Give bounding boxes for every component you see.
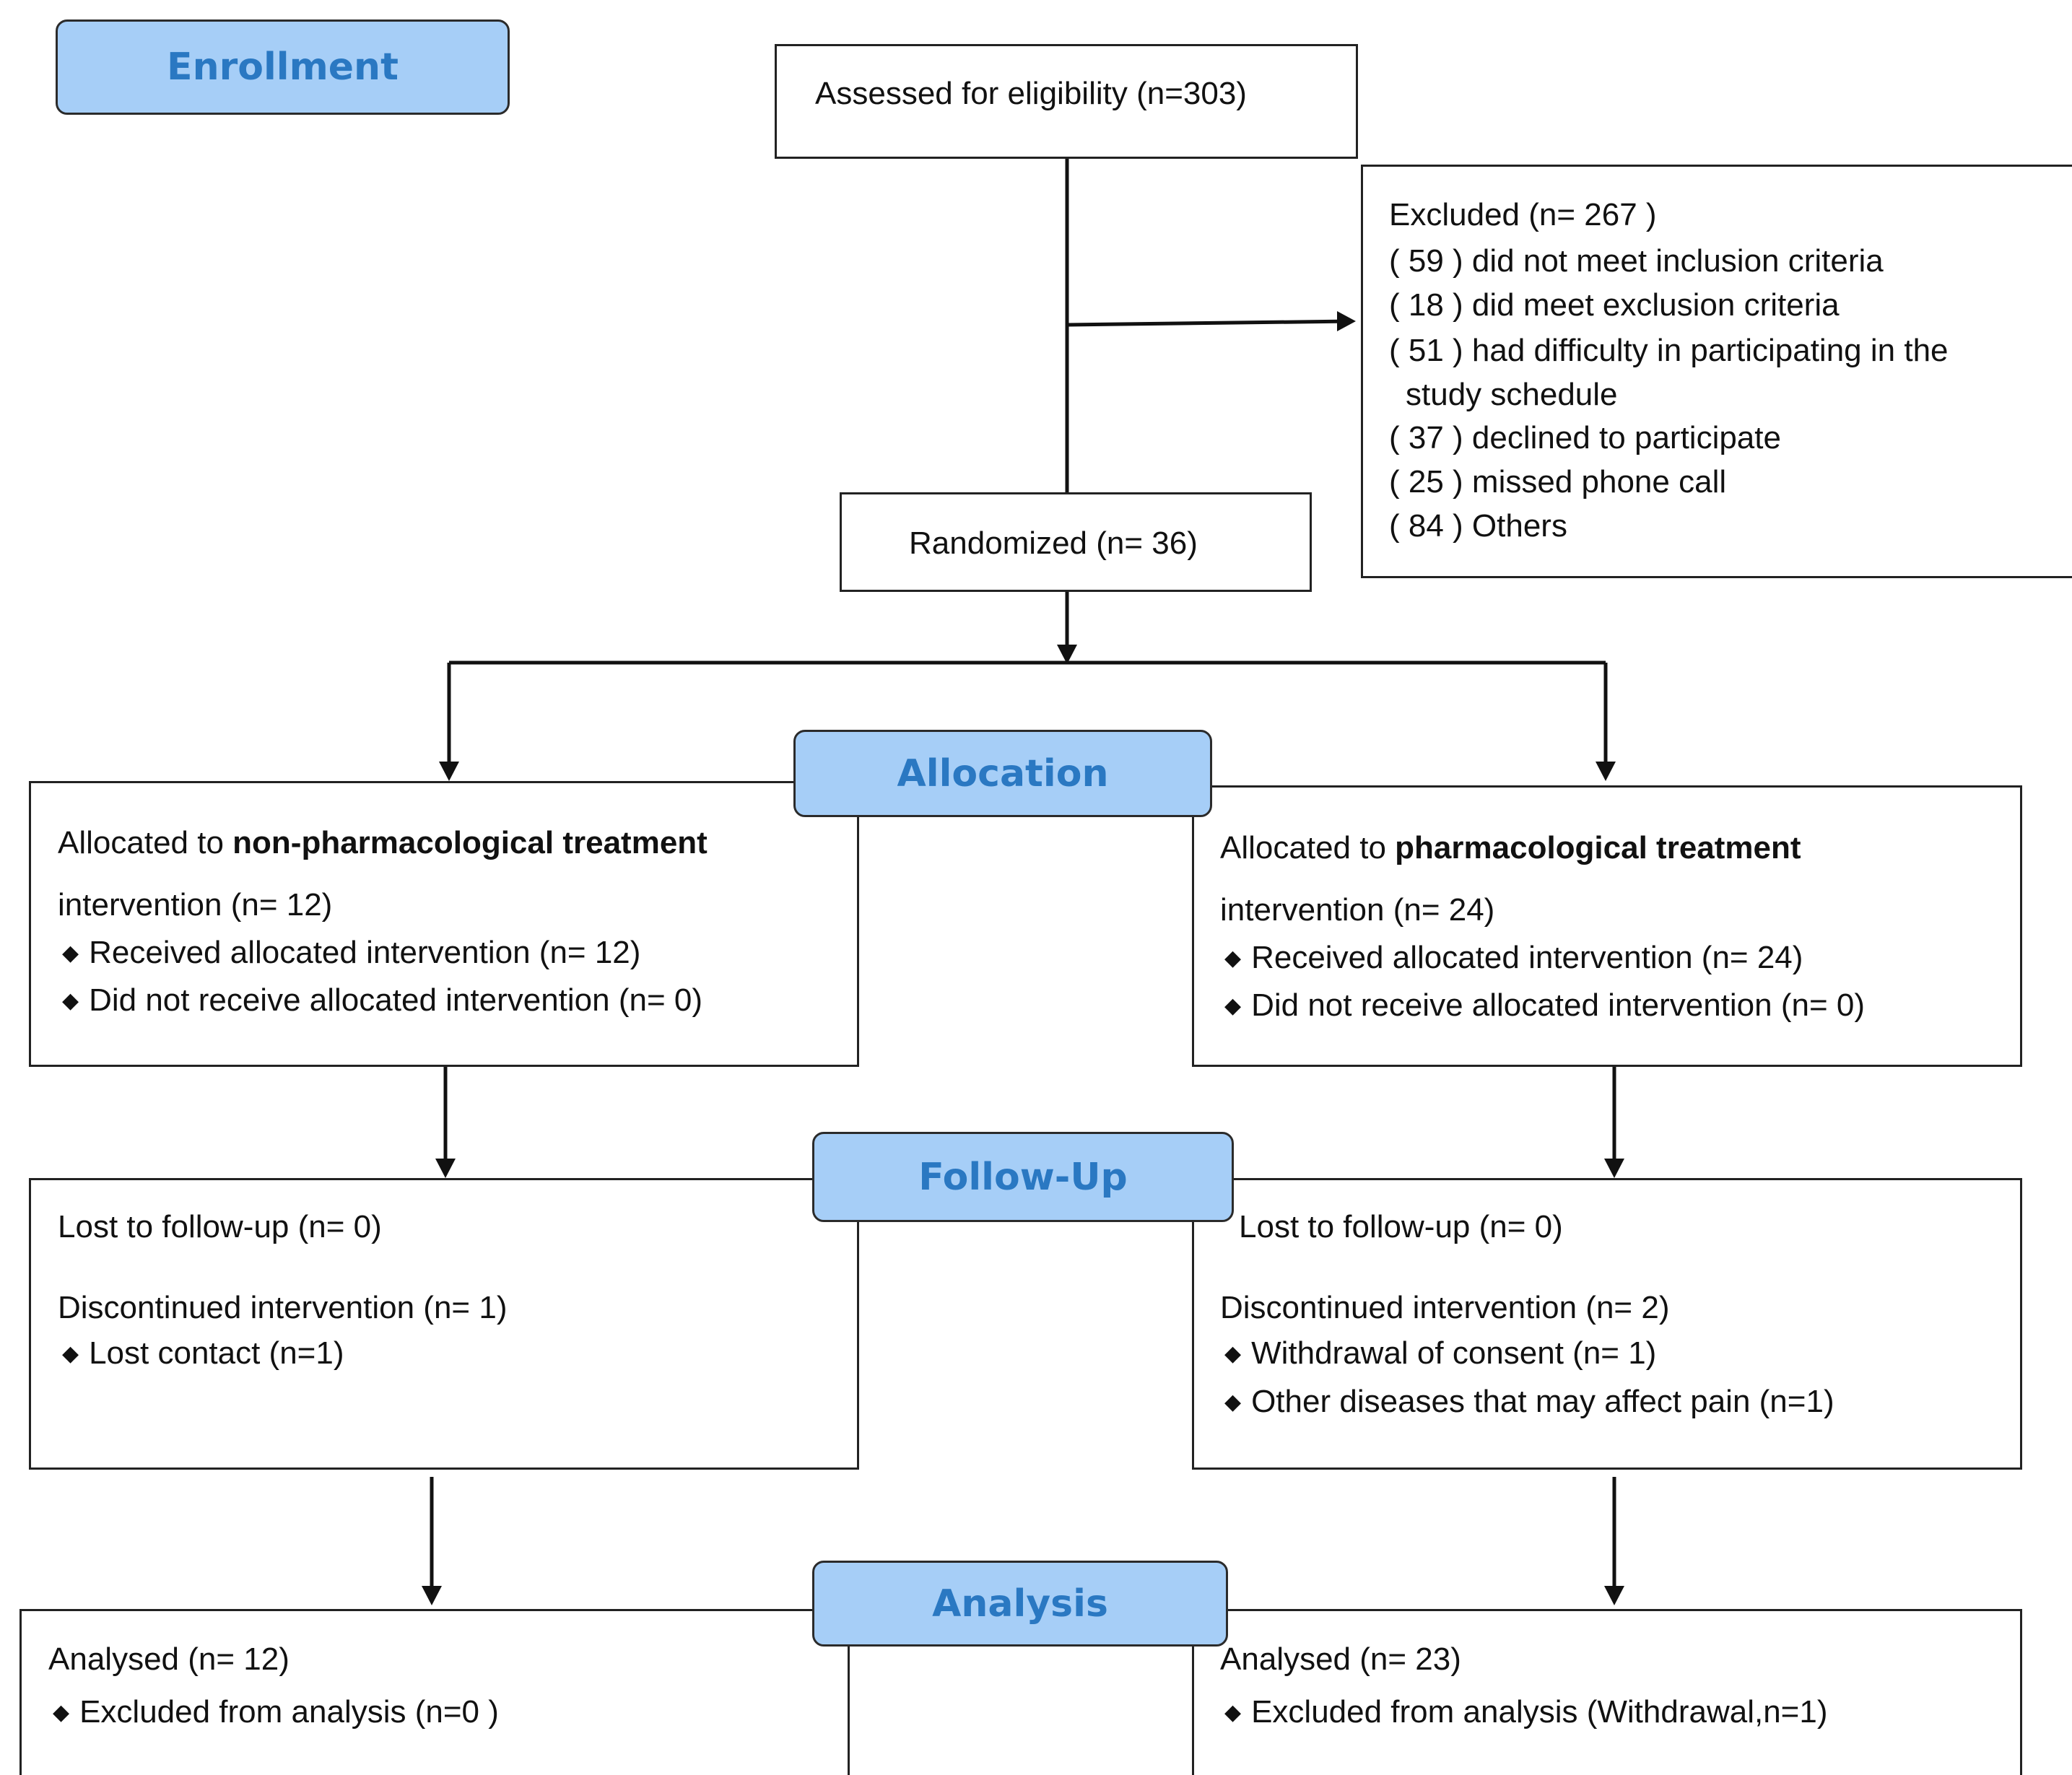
analysis-right-bullet-1: ◆ Excluded from analysis (Withdrawal,n=1): [1224, 1696, 1828, 1728]
followup-right-discontinued: Discontinued intervention (n= 2): [1220, 1290, 1670, 1325]
bullet-text: Other diseases that may affect pain (n=1…: [1251, 1384, 1834, 1419]
followup-left-box: [29, 1178, 859, 1470]
allocation-stage-label: Allocation: [793, 730, 1212, 817]
allocation-right-line2: intervention (n= 24): [1220, 892, 1495, 928]
excluded-reason-5: ( 25 ) missed phone call: [1389, 464, 1727, 500]
arrowhead-excluded: [1337, 311, 1356, 331]
allocation-left-bullet-1: ◆ Received allocated intervention (n= 12): [62, 937, 640, 969]
allocation-left-prefix: Allocated to: [58, 825, 233, 860]
bullet-text: Excluded from analysis (Withdrawal,n=1): [1251, 1694, 1828, 1730]
bullet-text: Did not receive allocated intervention (…: [89, 982, 702, 1018]
diamond-bullet-icon: ◆: [62, 989, 79, 1013]
enrollment-stage-label: Enrollment: [56, 19, 510, 115]
bullet-text: Lost contact (n=1): [89, 1335, 344, 1371]
followup-right-box: [1192, 1178, 2022, 1470]
assessed-box: [775, 44, 1358, 159]
excluded-reason-6: ( 84 ) Others: [1389, 508, 1567, 544]
excluded-reason-1: ( 59 ) did not meet inclusion criteria: [1389, 243, 1884, 279]
followup-stage-label: Follow-Up: [812, 1132, 1234, 1222]
arrow-to-excluded: [1066, 319, 1352, 327]
arrowhead-right-allocation: [1596, 762, 1616, 781]
arrowhead-randomized: [1057, 645, 1077, 664]
diamond-bullet-icon: ◆: [1224, 1342, 1242, 1366]
allocation-right-treatment: pharmacological treatment: [1395, 830, 1801, 865]
bullet-text: Withdrawal of consent (n= 1): [1251, 1335, 1657, 1371]
diamond-bullet-icon: ◆: [62, 941, 79, 965]
excluded-reason-2: ( 18 ) did meet exclusion criteria: [1389, 287, 1840, 323]
arrowhead-left-followup: [435, 1159, 456, 1178]
followup-left-bullet-1: ◆ Lost contact (n=1): [62, 1338, 344, 1369]
allocation-right-box: [1192, 785, 2022, 1067]
allocation-left-treatment: non-pharmacological treatment: [232, 825, 708, 860]
followup-right-bullet-2: ◆ Other diseases that may affect pain (n=…: [1224, 1386, 1834, 1418]
excluded-box: [1361, 165, 2072, 578]
allocation-right-prefix: Allocated to: [1220, 830, 1396, 865]
analysis-left-analysed: Analysed (n= 12): [48, 1641, 290, 1677]
diamond-bullet-icon: ◆: [1224, 946, 1242, 970]
excluded-reason-3-cont: study schedule: [1406, 377, 1618, 412]
analysis-right-analysed: Analysed (n= 23): [1220, 1641, 1461, 1677]
allocation-left-box: [29, 781, 859, 1067]
arrowhead-right-followup: [1604, 1159, 1624, 1178]
diamond-bullet-icon: ◆: [1224, 1701, 1242, 1724]
analysis-left-box: [19, 1609, 850, 1775]
diamond-bullet-icon: ◆: [53, 1701, 70, 1724]
bullet-text: Received allocated intervention (n= 12): [89, 935, 641, 970]
analysis-left-bullet-1: ◆ Excluded from analysis (n=0 ): [53, 1696, 499, 1728]
diamond-bullet-icon: ◆: [1224, 994, 1242, 1018]
analysis-right-box: [1192, 1609, 2022, 1775]
allocation-left-bullet-2: ◆ Did not receive allocated intervention …: [62, 985, 702, 1016]
followup-right-lost: Lost to follow-up (n= 0): [1239, 1209, 1563, 1244]
excluded-reason-3: ( 51 ) had difficulty in participating i…: [1389, 333, 1949, 368]
analysis-stage-label: Analysis: [812, 1561, 1228, 1647]
bullet-text: Did not receive allocated intervention (…: [1251, 987, 1865, 1023]
assessed-text: Assessed for eligibility (n=303): [815, 76, 1247, 111]
followup-left-discontinued: Discontinued intervention (n= 1): [58, 1290, 508, 1325]
allocation-left-line2: intervention (n= 12): [58, 887, 333, 923]
arrowhead-right-analysis: [1604, 1586, 1624, 1605]
allocation-right-line1: Allocated to pharmacological treatment: [1220, 832, 1801, 864]
bullet-text: Received allocated intervention (n= 24): [1251, 940, 1803, 975]
allocation-right-bullet-2: ◆ Did not receive allocated intervention …: [1224, 990, 1865, 1021]
randomized-box: [840, 492, 1312, 592]
randomized-text: Randomized (n= 36): [909, 525, 1198, 561]
excluded-reason-4: ( 37 ) declined to participate: [1389, 420, 1781, 455]
diamond-bullet-icon: ◆: [62, 1342, 79, 1366]
excluded-title: Excluded (n= 267 ): [1389, 197, 1657, 232]
arrowhead-left-analysis: [422, 1586, 442, 1605]
arrowhead-left-allocation: [439, 762, 459, 781]
allocation-right-bullet-1: ◆ Received allocated intervention (n= 24): [1224, 942, 1803, 974]
followup-right-bullet-1: ◆ Withdrawal of consent (n= 1): [1224, 1338, 1656, 1369]
allocation-left-line1: Allocated to non-pharmacological treatme…: [58, 827, 708, 859]
diamond-bullet-icon: ◆: [1224, 1390, 1242, 1414]
followup-left-lost: Lost to follow-up (n= 0): [58, 1209, 382, 1244]
bullet-text: Excluded from analysis (n=0 ): [79, 1694, 499, 1730]
